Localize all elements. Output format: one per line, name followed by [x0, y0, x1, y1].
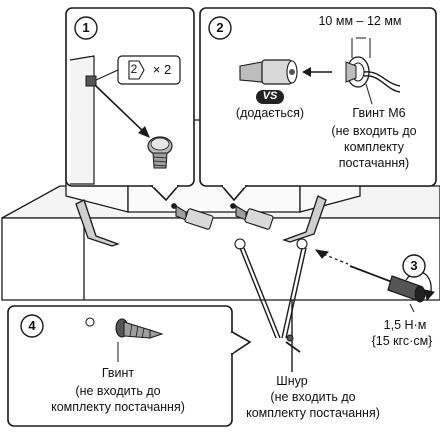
cord-note-line-1: (не входить до: [238, 390, 388, 405]
cord-name: Шнур: [262, 374, 322, 389]
bolt-note-line-1: (не входить до: [314, 124, 434, 139]
bolt-note-line-2: комплекту: [314, 140, 434, 155]
torque-kgf: {15 кгс·см}: [364, 334, 440, 349]
callout-1-badge-number: 2: [128, 62, 140, 77]
step-4-number: 4: [26, 318, 38, 333]
step-2-panel: [200, 8, 436, 200]
bolt-name: Гвинт M6: [334, 106, 424, 121]
screw-name: Гвинт: [88, 366, 148, 381]
screw-note-line-2: комплекту постачання): [40, 400, 196, 415]
included-label: (додається): [222, 106, 318, 121]
callout-1-multiplier: × 2: [146, 62, 178, 77]
step-1-panel: [66, 8, 194, 200]
bolt-note-line-3: постачання): [314, 156, 434, 171]
screw-note-line-1: (не входить до: [40, 384, 196, 399]
step-1-number: 1: [80, 20, 92, 35]
torque-nm: 1,5 Н·м: [370, 318, 440, 333]
wall-screw-main: [286, 335, 300, 352]
step-2-number: 2: [214, 20, 226, 35]
measure-label: 10 мм – 12 мм: [300, 14, 420, 29]
cord-note-line-2: комплекту постачання): [238, 406, 388, 421]
step-3-number: 3: [408, 258, 420, 273]
vs-badge-text: VS: [256, 89, 284, 104]
